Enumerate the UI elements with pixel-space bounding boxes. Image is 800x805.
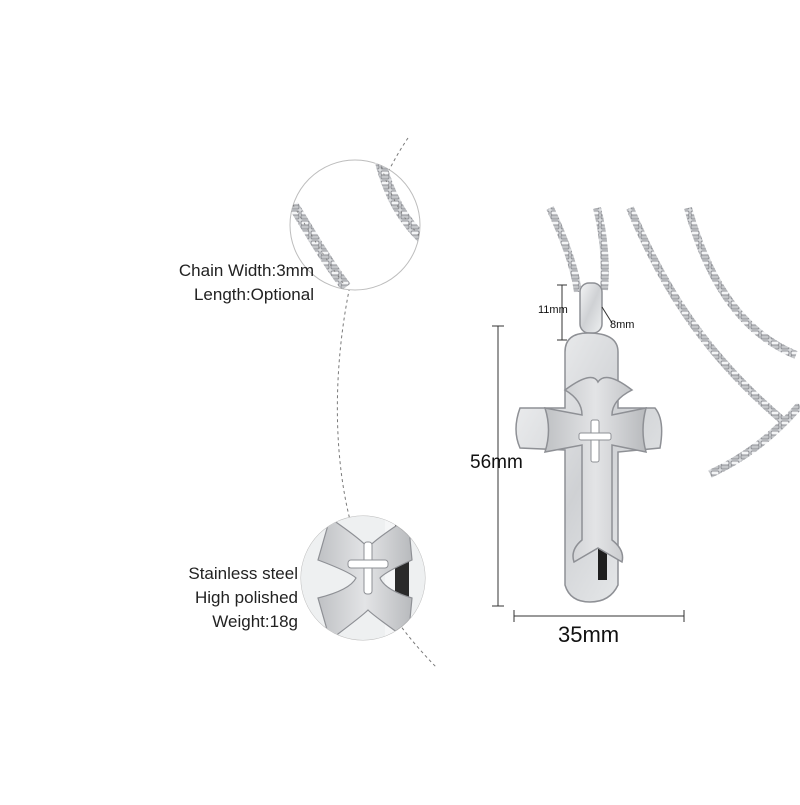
height-dimension-label: 56mm: [470, 452, 523, 473]
cross-detail-circle: [300, 515, 426, 641]
bail-height-dimension-line: [557, 284, 567, 341]
length-label: Length:Optional: [193, 285, 314, 304]
pendant-bail: [579, 282, 603, 334]
width-dimension-label: 35mm: [558, 622, 620, 647]
cross-front-layer: [543, 376, 648, 564]
material-spec-block: Stainless steel High polished Weight:18g: [188, 562, 298, 634]
bail-height-label: 11mm: [538, 304, 568, 316]
width-dimension-line: [513, 610, 685, 622]
chain-closeup-icon: [290, 160, 420, 290]
chain-closeup-circle: [289, 159, 421, 291]
connector-dashed-line: [336, 137, 438, 669]
chain-width-label: Chain Width:3mm: [178, 261, 314, 280]
bail-width-label: 8mm: [610, 319, 635, 331]
height-dimension-line: [492, 325, 504, 607]
cross-pendant: [515, 282, 663, 603]
chain-spec-block: Chain Width:3mm Length:Optional: [179, 259, 314, 307]
finish-label: High polished: [194, 588, 298, 607]
weight-label: Weight:18g: [212, 612, 298, 631]
bail-width-dimension-line: [601, 306, 613, 324]
cross-detail-icon: [301, 516, 425, 640]
necklace-chain: [546, 206, 800, 478]
material-label: Stainless steel: [188, 564, 298, 583]
